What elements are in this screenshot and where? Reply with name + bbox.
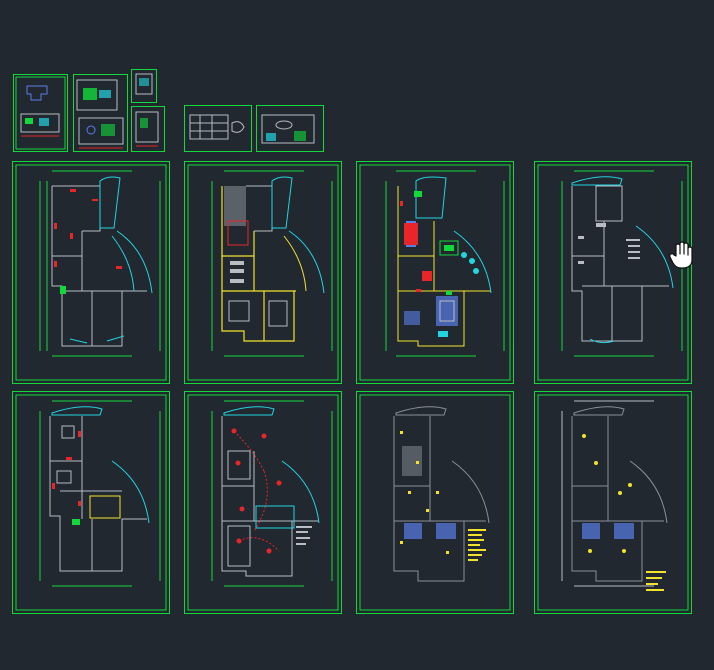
thumb-sheet-1[interactable]	[13, 74, 68, 152]
thumb-sheet-4[interactable]	[131, 106, 165, 152]
sheet-wall-construction-plan[interactable]	[12, 391, 170, 614]
thumb-sheet-2[interactable]	[73, 74, 128, 152]
thumb-sheet-3[interactable]	[131, 69, 157, 103]
sheet-original-floor-plan[interactable]	[12, 161, 170, 384]
sheet-lighting-layout-plan[interactable]	[534, 391, 692, 614]
sheet-ceiling-plan[interactable]	[534, 161, 692, 384]
thumb-sheet-6[interactable]	[256, 105, 324, 152]
pan-hand-icon	[668, 240, 694, 270]
sheet-demolition-plan[interactable]	[184, 161, 342, 384]
sheet-socket-layout-plan[interactable]	[356, 391, 514, 614]
thumb-sheet-5[interactable]	[184, 105, 252, 152]
sheet-electrical-plan[interactable]	[184, 391, 342, 614]
sheet-furniture-layout-plan[interactable]	[356, 161, 514, 384]
